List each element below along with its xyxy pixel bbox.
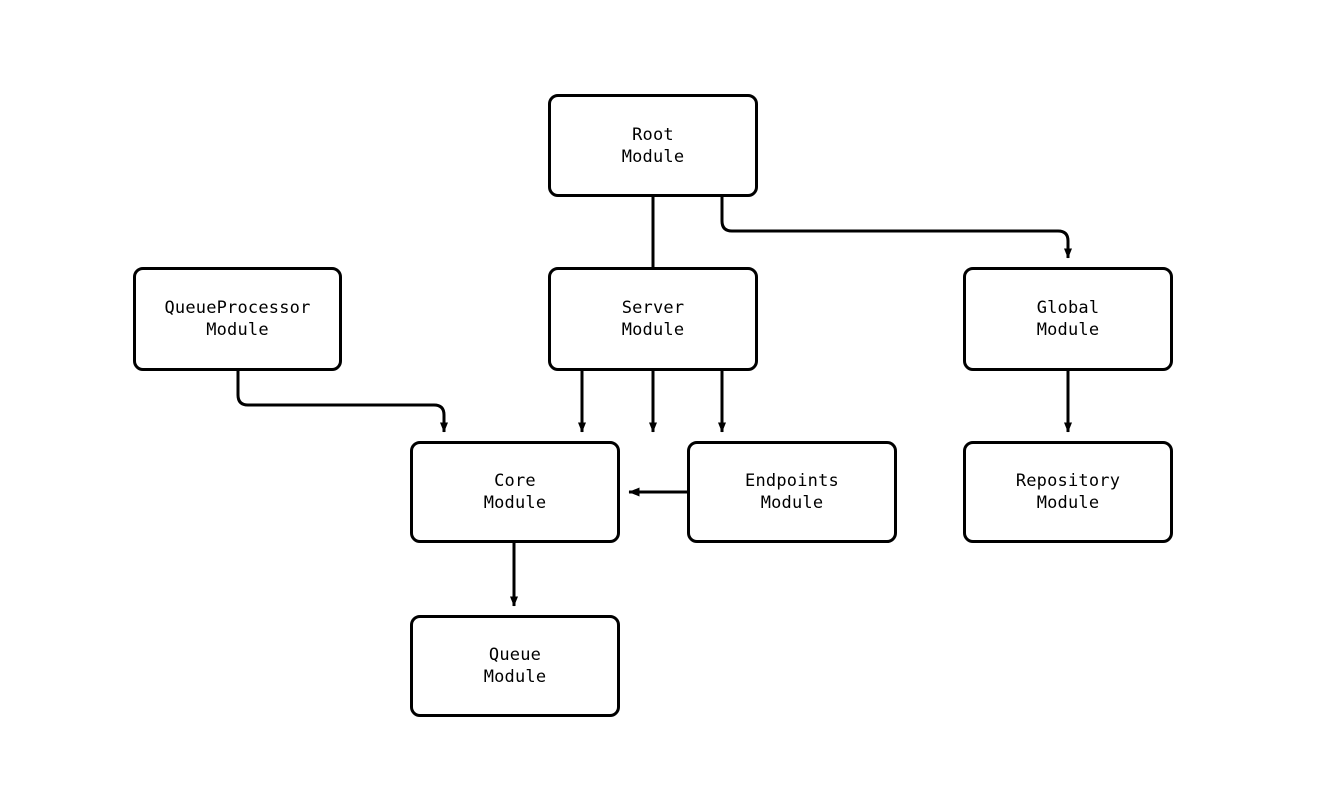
node-repository-label-line2: Module: [1036, 493, 1100, 513]
node-queue[interactable]: Queue Module: [410, 615, 620, 717]
node-endpoints[interactable]: Endpoints Module: [687, 441, 897, 543]
node-queueprocessor[interactable]: QueueProcessor Module: [133, 267, 342, 371]
node-repository[interactable]: Repository Module: [963, 441, 1173, 543]
node-global-label-line1: Global: [1036, 298, 1100, 318]
edge-root-to-global: [720, 197, 1072, 259]
node-global[interactable]: Global Module: [963, 267, 1173, 371]
node-root-label-line1: Root: [632, 124, 674, 145]
node-global-label-line2: Module: [1036, 320, 1100, 340]
node-queueprocessor-label-line2: Module: [206, 320, 269, 340]
node-queue-label-line2: Module: [483, 667, 547, 687]
node-endpoints-label-line1: Endpoints: [745, 471, 839, 491]
node-repository-label-line1: Repository: [1015, 471, 1121, 491]
node-core-label-line1: Core: [494, 471, 536, 491]
node-queueprocessor-label-line1: QueueProcessor: [164, 298, 311, 318]
edge-queueprocessor-to-core: [236, 371, 448, 433]
node-core[interactable]: Core Module: [410, 441, 620, 543]
node-core-label-line2: Module: [483, 493, 547, 513]
node-server-label-line2: Module: [621, 320, 685, 340]
node-root[interactable]: Root Module: [548, 94, 758, 197]
node-queue-label-line1: Queue: [488, 645, 542, 665]
node-endpoints-label-line2: Module: [760, 493, 824, 513]
node-server[interactable]: Server Module: [548, 267, 758, 371]
node-root-label-line2: Module: [621, 146, 685, 167]
node-server-label-line1: Server: [621, 298, 685, 318]
